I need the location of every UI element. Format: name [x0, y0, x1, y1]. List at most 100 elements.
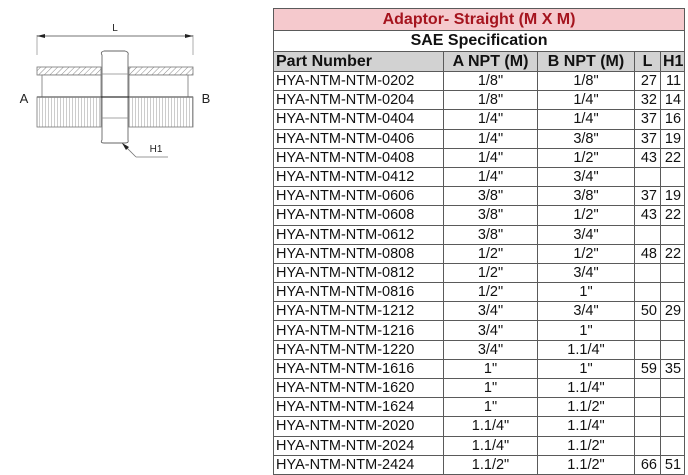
- cell-part-number: HYA-NTM-NTM-2024: [273, 435, 444, 456]
- cell-h1: [659, 320, 686, 341]
- cell-part-number: HYA-NTM-NTM-0404: [273, 109, 444, 130]
- cell-part-number: HYA-NTM-NTM-1616: [273, 358, 444, 380]
- cell-part-number: HYA-NTM-NTM-0408: [273, 147, 444, 168]
- cell-b-npt: 3/4": [537, 262, 635, 284]
- cell-a-npt: 1": [443, 358, 538, 380]
- cell-part-number: HYA-NTM-NTM-0816: [273, 282, 444, 303]
- cell-l: [634, 339, 661, 360]
- label-l: L: [112, 23, 118, 34]
- cell-b-npt: 3/4": [537, 224, 635, 245]
- cell-h1: [659, 397, 686, 418]
- cell-l: [634, 282, 661, 303]
- cell-l: [634, 320, 661, 341]
- left-thread: [36, 66, 102, 128]
- cell-a-npt: 1/2": [443, 243, 538, 264]
- cell-a-npt: 1/2": [443, 262, 538, 284]
- table-subtitle: SAE Specification: [272, 30, 686, 52]
- dimension-l: L: [36, 23, 194, 55]
- cell-part-number: HYA-NTM-NTM-0202: [273, 70, 444, 92]
- cell-h1: 29: [659, 301, 686, 322]
- cell-b-npt: 1/2": [537, 205, 635, 226]
- hex-nut: [100, 50, 129, 144]
- cell-l: 50: [634, 301, 661, 322]
- table-title: Adaptor- Straight (M X M): [272, 8, 686, 31]
- cell-h1: 22: [659, 147, 686, 168]
- header-part-number: Part Number: [273, 51, 444, 72]
- cell-h1: [659, 224, 686, 245]
- cell-a-npt: 3/4": [443, 320, 538, 341]
- cell-h1: [659, 339, 686, 360]
- cell-b-npt: 1.1/4": [537, 377, 635, 399]
- cell-b-npt: 1.1/4": [537, 339, 635, 360]
- label-h1: H1: [150, 144, 163, 155]
- cell-b-npt: 1.1/2": [537, 435, 635, 456]
- cell-l: [634, 262, 661, 284]
- cell-part-number: HYA-NTM-NTM-0612: [273, 224, 444, 245]
- cell-part-number: HYA-NTM-NTM-1220: [273, 339, 444, 360]
- cell-l: [634, 224, 661, 245]
- cell-h1: 14: [659, 90, 686, 111]
- cell-part-number: HYA-NTM-NTM-2424: [273, 454, 444, 475]
- label-a: A: [20, 91, 29, 106]
- cell-part-number: HYA-NTM-NTM-1624: [273, 397, 444, 418]
- cell-l: 66: [634, 454, 661, 475]
- cell-a-npt: 1/4": [443, 128, 538, 149]
- cell-l: 59: [634, 358, 661, 380]
- spec-table: Adaptor- Straight (M X M) SAE Specificat…: [272, 8, 686, 475]
- cell-l: 27: [634, 70, 661, 92]
- cell-b-npt: 1.1/2": [537, 397, 635, 418]
- cell-h1: 22: [659, 205, 686, 226]
- cell-a-npt: 3/8": [443, 186, 538, 207]
- dimension-h1: H1: [121, 142, 168, 158]
- cell-b-npt: 1/2": [537, 147, 635, 168]
- table-title-row: Adaptor- Straight (M X M): [272, 8, 686, 31]
- cell-l: [634, 377, 661, 399]
- cell-l: [634, 166, 661, 188]
- cell-a-npt: 1/2": [443, 282, 538, 303]
- cell-part-number: HYA-NTM-NTM-0608: [273, 205, 444, 226]
- table-subtitle-row: SAE Specification: [272, 30, 686, 52]
- cell-b-npt: 3/8": [537, 128, 635, 149]
- cell-b-npt: 1/2": [537, 243, 635, 264]
- cell-a-npt: 1": [443, 397, 538, 418]
- cell-a-npt: 1/4": [443, 166, 538, 188]
- cell-h1: 19: [659, 186, 686, 207]
- cell-part-number: HYA-NTM-NTM-0808: [273, 243, 444, 264]
- cell-l: 37: [634, 128, 661, 149]
- cell-b-npt: 3/8": [537, 186, 635, 207]
- cell-h1: [659, 377, 686, 399]
- cell-l: 32: [634, 90, 661, 111]
- cell-b-npt: 1": [537, 358, 635, 380]
- cell-a-npt: 1/4": [443, 109, 538, 130]
- cell-h1: [659, 435, 686, 456]
- cell-h1: [659, 166, 686, 188]
- cell-part-number: HYA-NTM-NTM-1620: [273, 377, 444, 399]
- cell-b-npt: 3/4": [537, 301, 635, 322]
- cell-b-npt: 1/8": [537, 70, 635, 92]
- cell-l: 43: [634, 147, 661, 168]
- cell-l: [634, 435, 661, 456]
- cell-a-npt: 3/4": [443, 339, 538, 360]
- cell-part-number: HYA-NTM-NTM-1216: [273, 320, 444, 341]
- cell-h1: 35: [659, 358, 686, 380]
- cell-a-npt: 1.1/4": [443, 435, 538, 456]
- cell-part-number: HYA-NTM-NTM-0606: [273, 186, 444, 207]
- cell-h1: [659, 262, 686, 284]
- cell-l: 43: [634, 205, 661, 226]
